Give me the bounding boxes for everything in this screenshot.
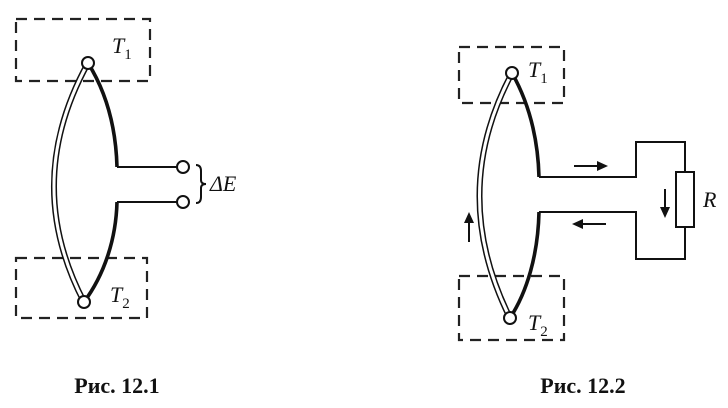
caption-12-2: Рис. 12.2 (540, 373, 625, 398)
cold-junction-icon (503, 311, 517, 325)
current-arrow-icon (660, 189, 670, 218)
cold-label: T2 (528, 310, 548, 340)
wire-b-lower (508, 211, 541, 319)
cold-label: T2 (110, 282, 130, 312)
circuit-upper (539, 141, 686, 178)
figure-12-2: T1 T2 R Рис. 12.2 (457, 45, 717, 398)
wire-b-upper (510, 72, 541, 178)
hot-junction-icon (81, 56, 95, 70)
wire-a-double (50, 61, 91, 304)
current-arrow-icon (572, 219, 606, 229)
circuit-lower (539, 211, 686, 260)
hot-reservoir-box (457, 45, 566, 105)
terminal-lower (176, 195, 190, 209)
cold-reservoir-box (457, 274, 566, 342)
resistor-label: R (702, 187, 717, 212)
cold-reservoir-box (14, 256, 149, 320)
wire-a-double (476, 71, 515, 320)
resistor-icon (675, 171, 695, 228)
cold-junction-icon (77, 295, 91, 309)
figure-12-1: T1 T2 ΔE Рис. 12.1 (14, 17, 237, 398)
wire-b-upper (86, 62, 119, 168)
hot-label: T1 (528, 57, 548, 87)
wire-b-lower (82, 201, 119, 304)
current-arrow-icon (464, 212, 474, 242)
hot-reservoir-box (14, 17, 152, 83)
brace-icon (195, 164, 207, 204)
emf-label: ΔE (209, 171, 237, 196)
terminal-upper (176, 160, 190, 174)
hot-junction-icon (505, 66, 519, 80)
hot-label: T1 (112, 33, 132, 63)
caption-12-1: Рис. 12.1 (74, 373, 159, 398)
current-arrow-icon (574, 161, 608, 171)
